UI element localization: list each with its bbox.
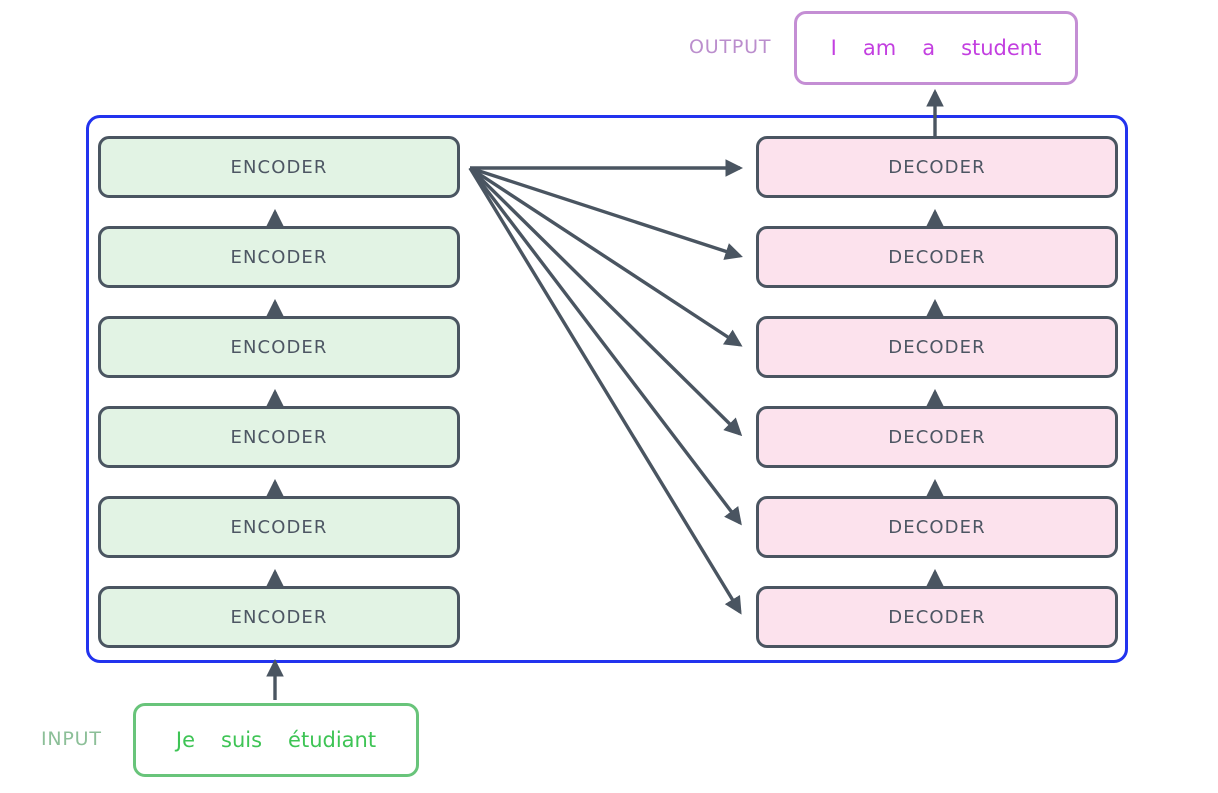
decoder-block-3[interactable]: DECODER	[756, 316, 1118, 378]
encoder-block-label: ENCODER	[230, 606, 328, 628]
encoder-block-label: ENCODER	[230, 246, 328, 268]
output-box[interactable]: I am a student	[794, 11, 1078, 85]
output-token: am	[862, 36, 897, 60]
encoder-block-1[interactable]: ENCODER	[98, 136, 460, 198]
encoder-block-label: ENCODER	[230, 516, 328, 538]
encoder-decoder-container	[86, 115, 1128, 663]
input-tokens: Je suis étudiant	[176, 728, 376, 752]
encoder-block-4[interactable]: ENCODER	[98, 406, 460, 468]
decoder-block-label: DECODER	[888, 246, 986, 268]
decoder-block-label: DECODER	[888, 516, 986, 538]
encoder-block-5[interactable]: ENCODER	[98, 496, 460, 558]
decoder-block-6[interactable]: DECODER	[756, 586, 1118, 648]
decoder-stack: DECODER DECODER DECODER DECODER DECODER …	[756, 136, 1118, 648]
encoder-block-2[interactable]: ENCODER	[98, 226, 460, 288]
output-token: a	[922, 36, 936, 60]
decoder-block-2[interactable]: DECODER	[756, 226, 1118, 288]
decoder-block-1[interactable]: DECODER	[756, 136, 1118, 198]
output-token: student	[961, 36, 1042, 60]
encoder-block-6[interactable]: ENCODER	[98, 586, 460, 648]
output-token: I	[830, 36, 837, 60]
decoder-block-label: DECODER	[888, 606, 986, 628]
encoder-block-label: ENCODER	[230, 336, 328, 358]
input-box[interactable]: Je suis étudiant	[133, 703, 419, 777]
encoder-stack: ENCODER ENCODER ENCODER ENCODER ENCODER …	[98, 136, 460, 648]
input-token: Je	[175, 728, 196, 752]
decoder-block-5[interactable]: DECODER	[756, 496, 1118, 558]
encoder-block-3[interactable]: ENCODER	[98, 316, 460, 378]
decoder-block-label: DECODER	[888, 156, 986, 178]
input-label: INPUT	[41, 728, 102, 750]
output-tokens: I am a student	[831, 36, 1042, 60]
decoder-block-4[interactable]: DECODER	[756, 406, 1118, 468]
output-label: OUTPUT	[689, 36, 772, 58]
decoder-block-label: DECODER	[888, 336, 986, 358]
encoder-block-label: ENCODER	[230, 156, 328, 178]
encoder-block-label: ENCODER	[230, 426, 328, 448]
input-token: étudiant	[288, 728, 377, 752]
decoder-block-label: DECODER	[888, 426, 986, 448]
input-token: suis	[221, 728, 263, 752]
